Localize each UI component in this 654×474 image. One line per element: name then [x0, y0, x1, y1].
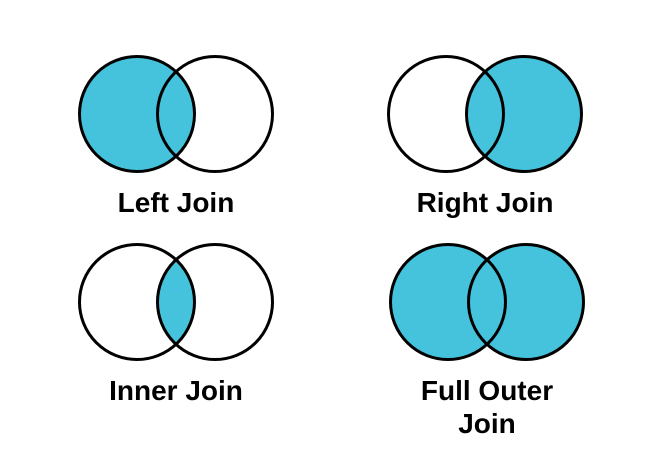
right-circle-outline	[465, 55, 583, 173]
full-outer-join-label-line1: Full Outer	[420, 375, 554, 406]
left-circle-outline	[387, 55, 505, 173]
inner-join-venn-diagram	[78, 243, 274, 361]
left-circle-outline	[78, 55, 196, 173]
right-circle-outline	[156, 243, 274, 361]
full-outer-join-venn-diagram	[389, 243, 585, 361]
venn-panel-right-join: Right Join	[365, 52, 605, 219]
right-join-venn-diagram	[387, 55, 583, 173]
left-circle-outline	[389, 243, 507, 361]
venn-panel-inner-join: Inner Join	[56, 240, 296, 407]
venn-panel-left-join: Left Join	[56, 52, 296, 219]
full-outer-join-label-line2: Join	[458, 408, 516, 439]
venn-panel-full-outer-join: Full Outer Join	[367, 240, 607, 440]
left-join-venn-diagram	[78, 55, 274, 173]
right-join-label: Right Join	[416, 187, 554, 218]
full-outer-join-label: Full Outer Join	[367, 374, 607, 440]
left-circle-outline	[78, 243, 196, 361]
left-join-label: Left Join	[117, 187, 235, 218]
inner-join-label: Inner Join	[109, 375, 243, 406]
right-circle-outline	[156, 55, 274, 173]
right-circle-outline	[467, 243, 585, 361]
